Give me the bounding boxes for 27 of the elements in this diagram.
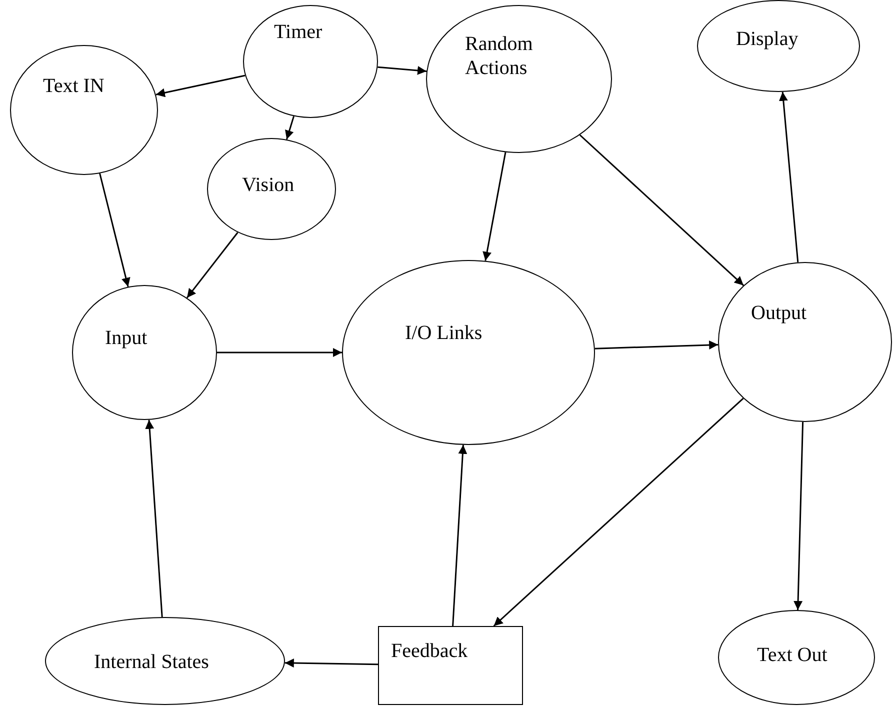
arrow <box>378 66 427 75</box>
arrow <box>99 173 130 287</box>
node-label: Timer <box>274 20 324 44</box>
arrow <box>217 348 342 357</box>
arrow <box>579 134 744 286</box>
node-label: Display <box>736 27 800 51</box>
node-label: Text Out <box>757 643 828 667</box>
arrow <box>284 658 378 668</box>
arrow <box>186 232 238 298</box>
arrow <box>482 152 506 261</box>
node-label: Internal States <box>94 650 210 674</box>
node-label: Feedback <box>391 639 469 663</box>
arrow <box>794 422 804 610</box>
node-label: Vision <box>242 173 296 197</box>
arrow <box>156 74 246 98</box>
node-label: Random Actions <box>465 32 534 80</box>
arrow <box>594 340 718 350</box>
node-label: Input <box>105 326 148 350</box>
node-label: Text IN <box>43 74 106 98</box>
arrow <box>493 398 744 627</box>
node-label: Output <box>751 301 808 325</box>
arrow <box>778 92 799 262</box>
process-box <box>378 626 523 705</box>
arrow <box>452 444 468 626</box>
node-label: I/O Links <box>405 321 484 345</box>
arrow <box>285 116 295 140</box>
arrow <box>145 420 163 618</box>
